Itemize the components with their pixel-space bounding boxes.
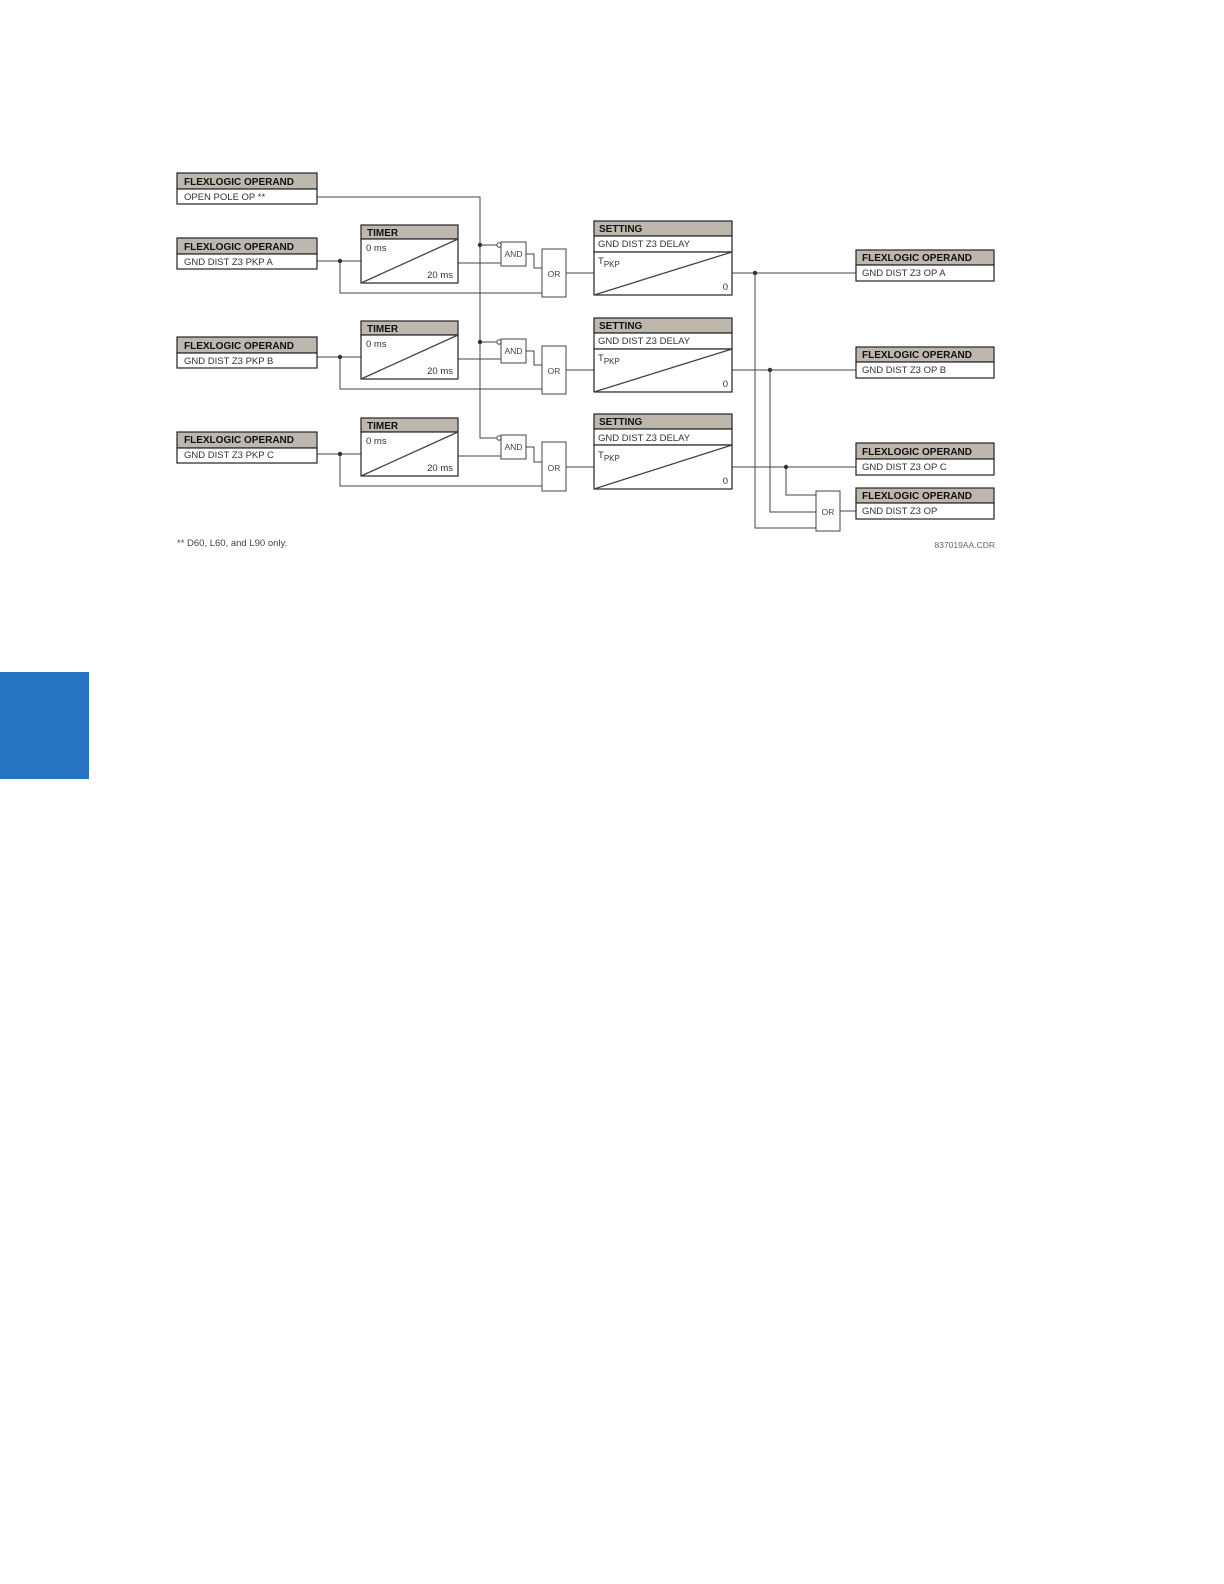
operand-value: OPEN POLE OP ** bbox=[184, 192, 265, 203]
setting-delay-c: SETTING GND DIST Z3 DELAY TPKP 0 bbox=[593, 413, 733, 490]
zero-label: 0 bbox=[723, 379, 728, 390]
timer-pickup: 0 ms bbox=[366, 436, 387, 447]
or-label: OR bbox=[548, 269, 561, 279]
or-gate-a: OR bbox=[541, 248, 567, 298]
output-operand-op-b: FLEXLOGIC OPERAND GND DIST Z3 OP B bbox=[855, 346, 995, 379]
operand-value: GND DIST Z3 OP B bbox=[862, 365, 946, 376]
zero-label: 0 bbox=[723, 476, 728, 487]
setting-delay-a: SETTING GND DIST Z3 DELAY TPKP 0 bbox=[593, 220, 733, 296]
input-operand-open-pole: FLEXLOGIC OPERAND OPEN POLE OP ** bbox=[176, 172, 318, 205]
or-label: OR bbox=[822, 507, 835, 517]
output-operand-op-a: FLEXLOGIC OPERAND GND DIST Z3 OP A bbox=[855, 249, 995, 282]
timer-a: TIMER 0 ms 20 ms bbox=[360, 224, 459, 284]
tpkp-label: TPKP bbox=[598, 450, 620, 463]
operand-header: FLEXLOGIC OPERAND bbox=[862, 491, 972, 502]
inverter-bubble bbox=[496, 339, 502, 345]
and-label: AND bbox=[505, 249, 523, 259]
tpkp-label: TPKP bbox=[598, 353, 620, 366]
operand-header: FLEXLOGIC OPERAND bbox=[184, 177, 294, 188]
inverter-bubble bbox=[496, 435, 502, 441]
chapter-side-tab bbox=[0, 672, 89, 779]
drawing-code: 837019AA.CDR bbox=[935, 540, 995, 550]
or-gate-b: OR bbox=[541, 345, 567, 395]
setting-header: SETTING bbox=[599, 417, 643, 428]
setting-header: SETTING bbox=[599, 321, 643, 332]
wires bbox=[317, 196, 856, 529]
operand-header: FLEXLOGIC OPERAND bbox=[184, 435, 294, 446]
and-label: AND bbox=[505, 442, 523, 452]
operand-value: GND DIST Z3 PKP B bbox=[184, 356, 273, 367]
timer-dropout: 20 ms bbox=[427, 366, 453, 377]
timer-b: TIMER 0 ms 20 ms bbox=[360, 320, 459, 380]
zero-label: 0 bbox=[723, 282, 728, 293]
operand-header: FLEXLOGIC OPERAND bbox=[862, 447, 972, 458]
setting-name: GND DIST Z3 DELAY bbox=[598, 433, 691, 444]
output-operand-op-c: FLEXLOGIC OPERAND GND DIST Z3 OP C bbox=[855, 442, 995, 476]
tpkp-label: TPKP bbox=[598, 256, 620, 269]
or-label: OR bbox=[548, 366, 561, 376]
input-operand-pkp-c: FLEXLOGIC OPERAND GND DIST Z3 PKP C bbox=[176, 431, 318, 464]
or-gate-output: OR bbox=[815, 490, 841, 532]
timer-header: TIMER bbox=[367, 324, 399, 335]
setting-delay-b: SETTING GND DIST Z3 DELAY TPKP 0 bbox=[593, 317, 733, 393]
or-gate-c: OR bbox=[541, 441, 567, 492]
operand-header: FLEXLOGIC OPERAND bbox=[184, 341, 294, 352]
timer-pickup: 0 ms bbox=[366, 243, 387, 254]
timer-header: TIMER bbox=[367, 421, 399, 432]
or-label: OR bbox=[548, 463, 561, 473]
inverter-bubble bbox=[496, 242, 502, 248]
setting-name: GND DIST Z3 DELAY bbox=[598, 336, 691, 347]
operand-header: FLEXLOGIC OPERAND bbox=[862, 350, 972, 361]
and-gate-b: AND bbox=[496, 338, 527, 364]
operand-value: GND DIST Z3 PKP C bbox=[184, 450, 274, 461]
and-label: AND bbox=[505, 346, 523, 356]
operand-header: FLEXLOGIC OPERAND bbox=[862, 253, 972, 264]
timer-pickup: 0 ms bbox=[366, 339, 387, 350]
operand-value: GND DIST Z3 OP C bbox=[862, 462, 947, 473]
junction-dots bbox=[337, 242, 789, 470]
and-gate-c: AND bbox=[496, 434, 527, 460]
operand-value: GND DIST Z3 OP bbox=[862, 506, 937, 517]
input-operand-pkp-a: FLEXLOGIC OPERAND GND DIST Z3 PKP A bbox=[176, 237, 318, 270]
setting-header: SETTING bbox=[599, 224, 643, 235]
footnote: ** D60, L60, and L90 only. bbox=[177, 538, 287, 549]
operand-value: GND DIST Z3 OP A bbox=[862, 268, 946, 279]
operand-header: FLEXLOGIC OPERAND bbox=[184, 242, 294, 253]
timer-header: TIMER bbox=[367, 228, 399, 239]
output-operand-op: FLEXLOGIC OPERAND GND DIST Z3 OP bbox=[855, 487, 995, 520]
timer-dropout: 20 ms bbox=[427, 463, 453, 474]
operand-value: GND DIST Z3 PKP A bbox=[184, 257, 274, 268]
timer-dropout: 20 ms bbox=[427, 270, 453, 281]
timer-c: TIMER 0 ms 20 ms bbox=[360, 417, 459, 477]
input-operand-pkp-b: FLEXLOGIC OPERAND GND DIST Z3 PKP B bbox=[176, 336, 318, 369]
and-gate-a: AND bbox=[496, 241, 527, 267]
setting-name: GND DIST Z3 DELAY bbox=[598, 239, 691, 250]
